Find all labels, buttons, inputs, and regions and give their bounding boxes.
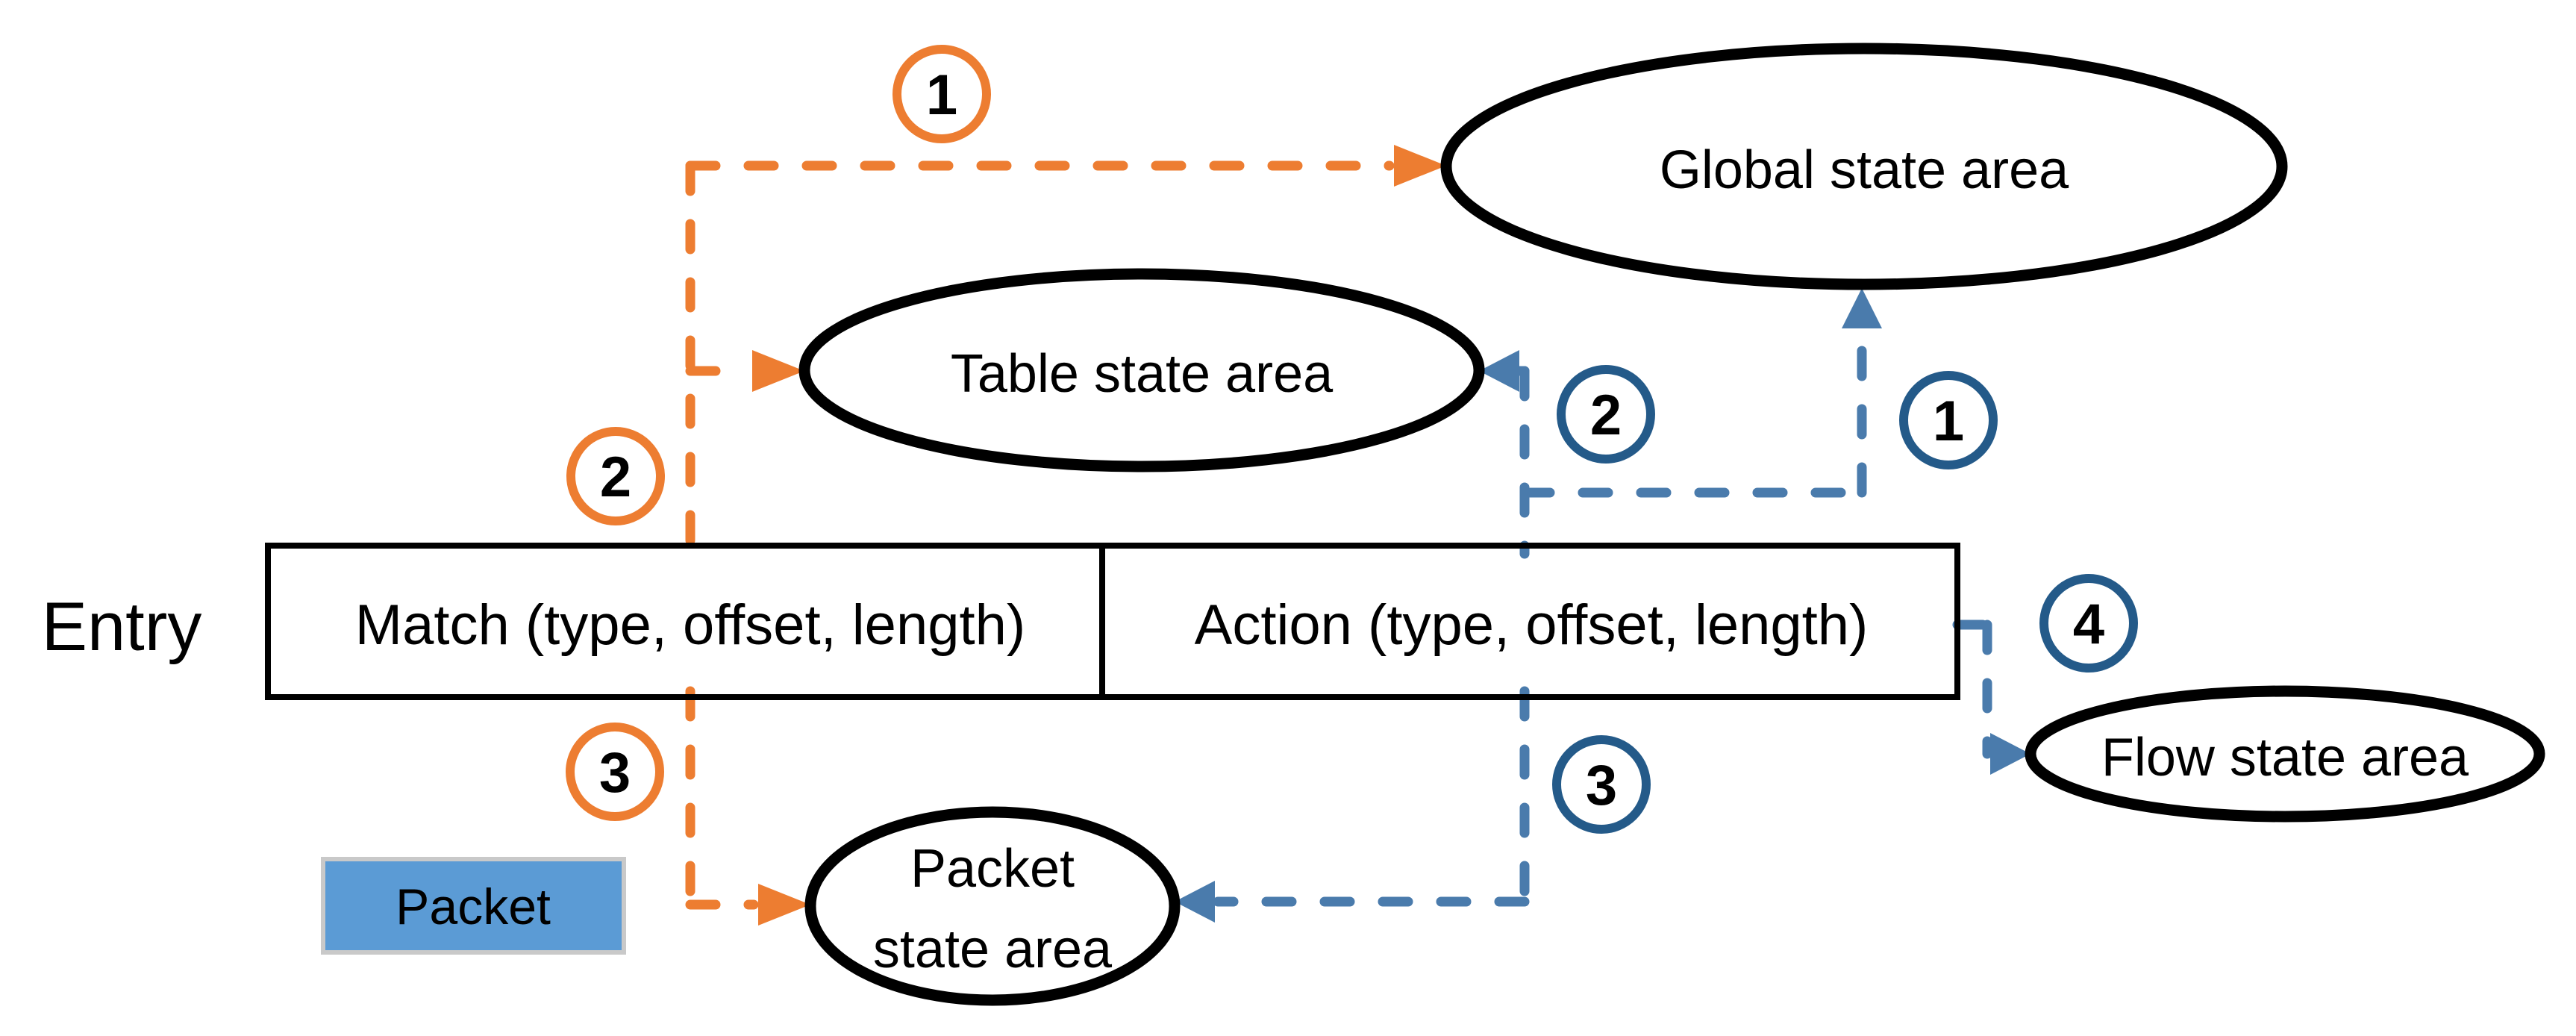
- arrowhead-match-table: [752, 350, 804, 392]
- action-step-2-badge: [1557, 365, 1655, 464]
- global-state-area-ellipse: [1440, 43, 2288, 290]
- action-step-4-badge: [2039, 574, 2138, 673]
- flow-state-area-ellipse: [2025, 685, 2545, 823]
- action-step-numbers: 1 2 3 4: [1586, 384, 2104, 817]
- packet-box: [321, 857, 626, 955]
- action-step-1-number: 1: [1933, 390, 1964, 453]
- packet-state-area-label-line1: Packet: [910, 839, 1075, 899]
- match-cell-label: Match (type, offset, length): [355, 593, 1025, 657]
- arrowhead-action-flow: [1990, 733, 2031, 775]
- table-state-area-label: Table state area: [951, 344, 1334, 404]
- match-step-2-number: 2: [600, 446, 631, 509]
- match-step-3-number: 3: [599, 741, 631, 805]
- match-step-1-badge: [892, 45, 991, 143]
- packet-state-area-ellipse: [804, 806, 1181, 1006]
- flow-state-area-label: Flow state area: [2101, 728, 2469, 787]
- table-state-area-ellipse: [798, 268, 1485, 472]
- state-area-shapes: [798, 43, 2545, 1006]
- entry-box: [265, 543, 1960, 700]
- action-step-4-number: 4: [2073, 593, 2104, 656]
- action-access-paths: [1213, 323, 1992, 907]
- action-step-2-number: 2: [1590, 384, 1622, 447]
- packet-state-area-label-line2: state area: [873, 920, 1113, 979]
- action-step-1-badge: [1899, 371, 1998, 469]
- match-step-numbers: 1 2 3: [599, 63, 957, 805]
- action-step-3-badge: [1552, 735, 1651, 834]
- arrowhead-match-global: [1394, 145, 1446, 187]
- packet-box-label: Packet: [396, 879, 551, 935]
- match-step-badges: [566, 45, 991, 821]
- action-step-badges: [1552, 365, 2138, 834]
- arrowhead-action-global: [1842, 288, 1882, 328]
- match-step-1-number: 1: [926, 63, 957, 127]
- action-step-3-number: 3: [1586, 754, 1617, 817]
- match-access-paths: [685, 160, 1395, 910]
- arrowhead-action-packet-state: [1175, 881, 1215, 923]
- global-state-area-label: Global state area: [1660, 140, 2069, 200]
- action-arrowheads: [1175, 288, 2031, 923]
- entry-label: Entry: [42, 589, 202, 665]
- match-arrowheads: [752, 145, 1446, 926]
- match-step-2-badge: [566, 427, 665, 525]
- match-step-3-badge: [566, 723, 664, 821]
- arrowhead-action-table: [1479, 350, 1519, 392]
- arrowhead-match-packet-state: [758, 884, 810, 926]
- action-cell-label: Action (type, offset, length): [1195, 593, 1869, 657]
